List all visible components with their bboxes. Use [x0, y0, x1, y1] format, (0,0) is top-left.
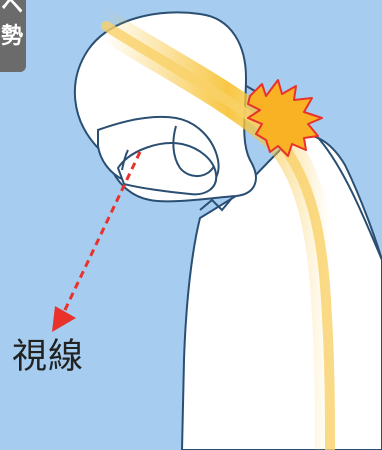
corner-tab: ヘ 勢 — [0, 0, 26, 72]
corner-tab-text: ヘ 勢 — [1, 0, 26, 52]
line-of-sight-label: 視線 — [12, 340, 84, 375]
